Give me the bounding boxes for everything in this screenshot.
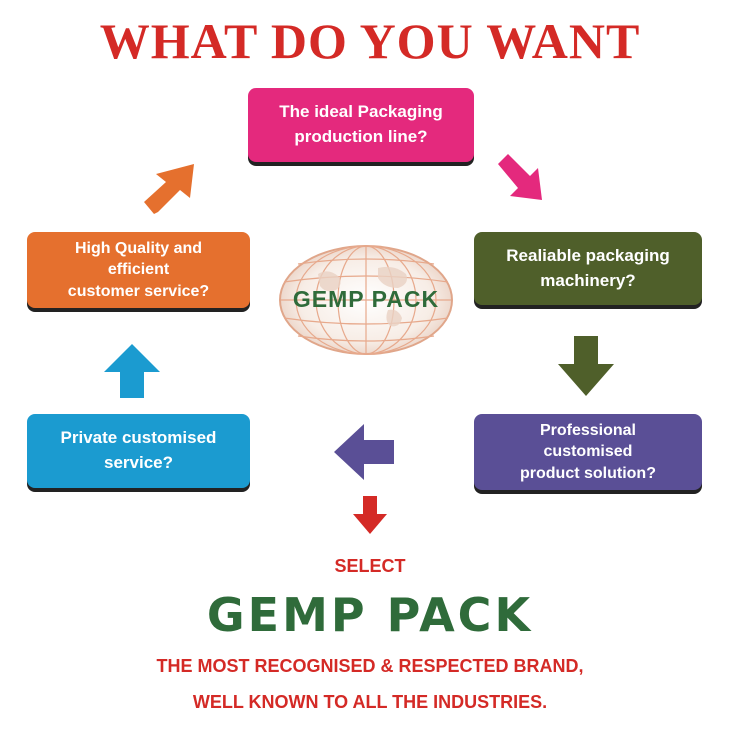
- brand-name: GEMP PACK: [206, 588, 534, 642]
- globe-icon: [279, 245, 453, 355]
- center-logo-text: GEMP PACK: [292, 286, 440, 312]
- arrow-left-icon: [334, 424, 394, 480]
- box-line: efficient: [107, 261, 170, 279]
- box-product-solution: Professional customised product solution…: [474, 414, 702, 490]
- box-private-service: Private customised service?: [27, 414, 250, 488]
- box-line: Professional: [539, 421, 636, 439]
- box-line: customer service?: [67, 282, 210, 300]
- box-reliable-machinery: Realiable packaging machinery?: [474, 232, 702, 305]
- arrow-down-icon: [558, 336, 614, 396]
- page-title: WHAT DO YOU WANT: [99, 13, 641, 69]
- box-line: production line?: [294, 127, 428, 146]
- arrow-down-icon: [353, 496, 387, 534]
- box-line: Realiable packaging: [506, 245, 670, 265]
- box-line: product solution?: [520, 464, 656, 482]
- box-line: customised: [543, 443, 633, 461]
- box-line: The ideal Packaging: [279, 102, 443, 122]
- box-line: Private customised: [60, 428, 217, 448]
- box-customer-service: High Quality and efficient customer serv…: [27, 232, 250, 308]
- box-line: machinery?: [540, 270, 636, 290]
- tagline-line-2: WELL KNOWN TO ALL THE INDUSTRIES.: [192, 692, 548, 712]
- box-line: High Quality and: [74, 239, 203, 257]
- box-line: service?: [104, 453, 173, 472]
- arrow-up-icon: [104, 344, 160, 398]
- tagline-line-1: THE MOST RECOGNISED & RESPECTED BRAND,: [156, 656, 584, 676]
- select-label: SELECT: [334, 556, 406, 576]
- arrow-down-right-icon: [498, 154, 542, 200]
- arrow-up-right-icon: [144, 164, 194, 214]
- box-ideal-production-line: The ideal Packaging production line?: [248, 88, 474, 162]
